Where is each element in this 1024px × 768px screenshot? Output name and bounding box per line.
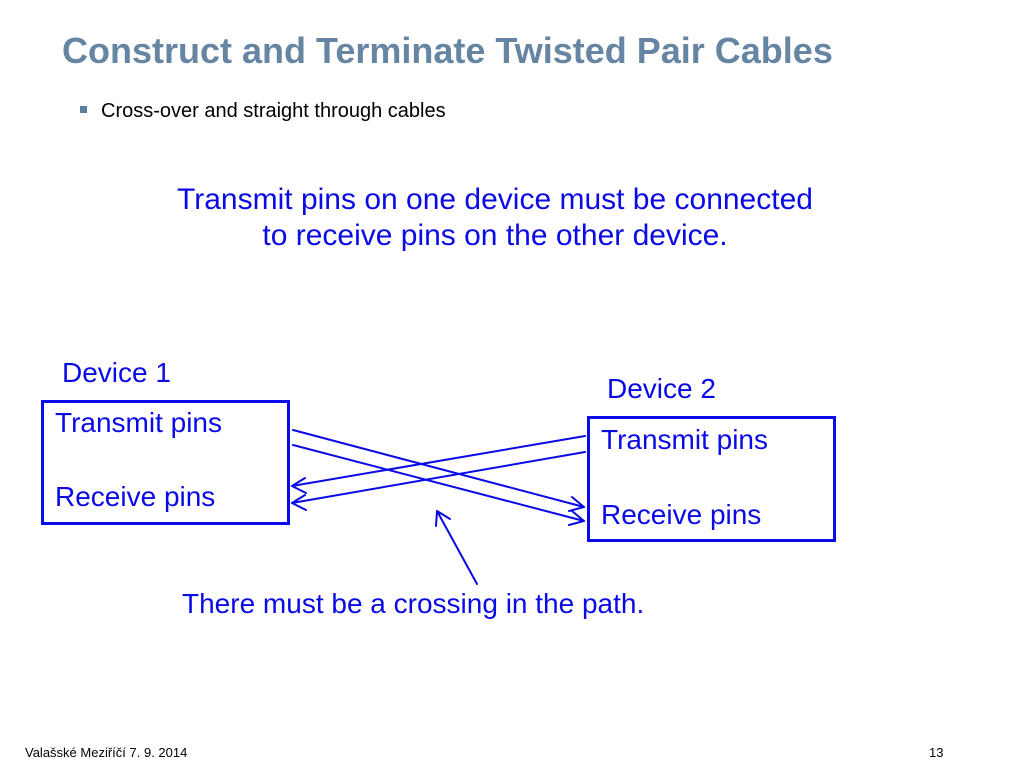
wire-d2-tx-to-d1-rx-b xyxy=(291,451,586,504)
crossing-caption: There must be a crossing in the path. xyxy=(182,588,645,619)
bullet-item: Cross-over and straight through cables xyxy=(80,100,446,123)
device-2-transmit-pins: Transmit pins xyxy=(601,424,769,455)
footer-location-date: Valašské Meziříčí 7. 9. 2014 xyxy=(25,745,188,760)
device-2-box xyxy=(587,416,836,542)
arrow-head-d1-rx-a xyxy=(291,477,307,494)
device-1-transmit-pins: Transmit pins xyxy=(55,407,223,438)
wire-d1-tx-to-d2-rx-a xyxy=(292,429,585,508)
footer-page-number: 13 xyxy=(929,745,944,760)
slide-title: Construct and Terminate Twisted Pair Cab… xyxy=(62,30,833,71)
bullet-marker-icon xyxy=(80,106,87,114)
device-2-receive-pins: Receive pins xyxy=(601,499,762,530)
pointer-arrow-head xyxy=(435,510,451,527)
device-1-receive-pins: Receive pins xyxy=(55,481,216,512)
statement-line-1: Transmit pins on one device must be conn… xyxy=(177,183,813,216)
arrow-head-d2-rx-b xyxy=(568,510,585,526)
device-2-label: Device 2 xyxy=(607,373,716,404)
pointer-arrow-line xyxy=(436,510,478,585)
arrow-head-d1-rx-b xyxy=(291,494,307,511)
bullet-text: Cross-over and straight through cables xyxy=(101,100,446,122)
wire-d2-tx-to-d1-rx-a xyxy=(291,435,586,487)
device-1-label: Device 1 xyxy=(62,357,171,388)
statement-line-2: to receive pins on the other device. xyxy=(262,219,728,252)
wire-d1-tx-to-d2-rx-b xyxy=(292,444,585,522)
arrow-head-d2-rx-a xyxy=(568,496,585,512)
device-1-box xyxy=(41,400,290,525)
main-statement: Transmit pins on one device must be conn… xyxy=(120,182,870,254)
